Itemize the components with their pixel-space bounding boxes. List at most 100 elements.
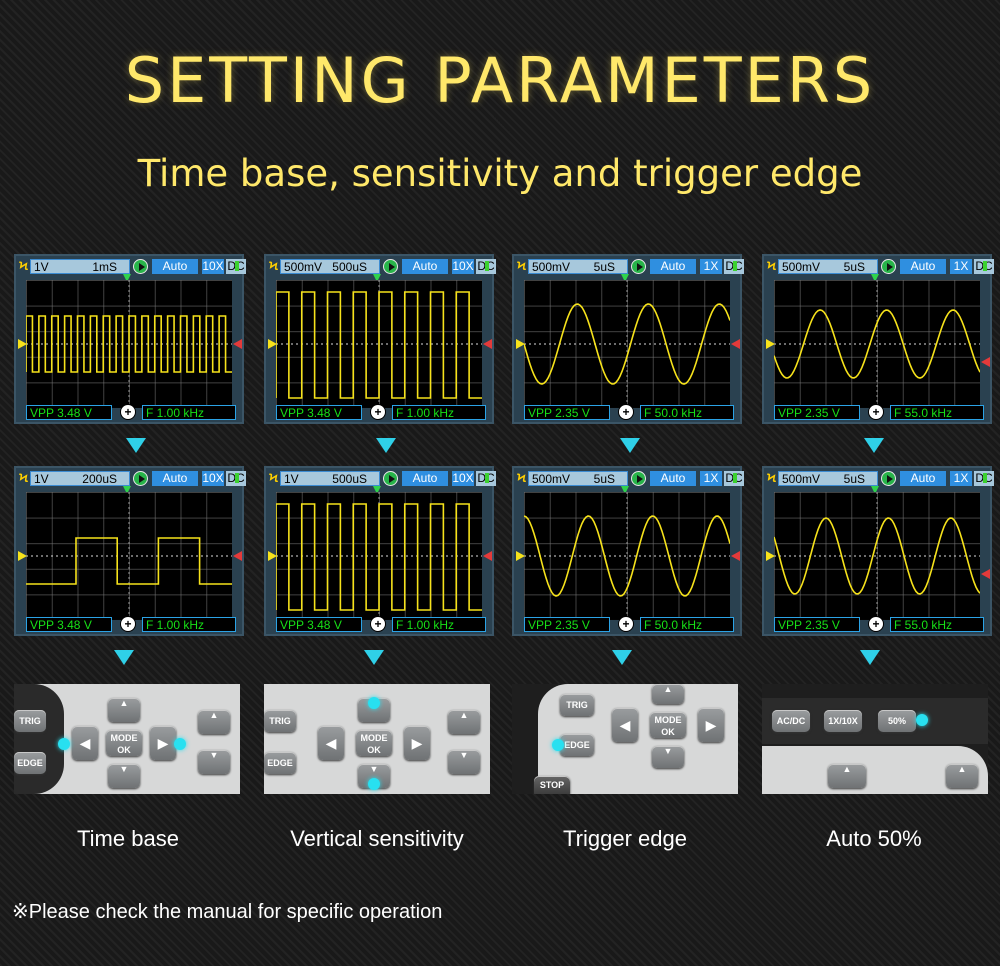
- trigger-mode[interactable]: Auto: [402, 471, 448, 486]
- trigger-level-marker: [731, 339, 740, 349]
- trig-key[interactable]: TRIG: [14, 710, 46, 732]
- volts-per-div: 500mV: [782, 472, 821, 486]
- probe-ratio[interactable]: 10X: [452, 471, 474, 486]
- volt-time-readout[interactable]: 1V 1mS: [30, 259, 130, 274]
- fifty-percent-key[interactable]: 50%: [878, 710, 916, 732]
- edge-key[interactable]: EDGE: [264, 752, 296, 774]
- left-key[interactable]: ◀: [318, 726, 344, 760]
- waveform: [276, 280, 482, 408]
- vpp-readout: VPP 3.48 V: [26, 617, 112, 632]
- waveform-grid: [276, 492, 482, 620]
- probe-key[interactable]: 1X/10X: [824, 710, 862, 732]
- mode-ok-key[interactable]: MODE OK: [106, 730, 142, 756]
- left-key[interactable]: ◀: [612, 708, 638, 742]
- signal-trace: [774, 309, 980, 379]
- probe-ratio[interactable]: 1X: [700, 259, 722, 274]
- trigger-icon: Ϟ: [767, 259, 777, 273]
- up-key[interactable]: ▲: [652, 684, 684, 704]
- signal-trace: [524, 303, 730, 385]
- run-icon[interactable]: [133, 471, 148, 486]
- right-key[interactable]: ▶: [404, 726, 430, 760]
- add-measure-icon[interactable]: +: [370, 404, 386, 420]
- probe-ratio[interactable]: 10X: [202, 259, 224, 274]
- up-key[interactable]: ▲: [828, 764, 866, 788]
- measurement-bar: VPP 3.48 V + F 1.00 kHz: [276, 616, 486, 632]
- probe-ratio[interactable]: 1X: [950, 471, 972, 486]
- channel-marker: [766, 551, 775, 561]
- battery-icon: [983, 473, 987, 483]
- run-icon[interactable]: [881, 471, 896, 486]
- highlight-up-dot: [368, 697, 380, 709]
- caption-time-base: Time base: [77, 826, 179, 851]
- edge-key[interactable]: EDGE: [14, 752, 46, 774]
- volt-time-readout[interactable]: 500mV 5uS: [528, 259, 628, 274]
- probe-ratio[interactable]: 10X: [202, 471, 224, 486]
- up-key-right[interactable]: ▲: [946, 764, 978, 788]
- trigger-mode[interactable]: Auto: [152, 471, 198, 486]
- measurement-bar: VPP 2.35 V + F 55.0 kHz: [774, 616, 984, 632]
- volt-time-readout[interactable]: 500mV 500uS: [280, 259, 380, 274]
- keypad-time-base: TRIG EDGE ▲ ◀ MODE OK ▶ ▼ ▲ ▼: [14, 684, 240, 794]
- down-key[interactable]: ▼: [108, 764, 140, 788]
- trig-key[interactable]: TRIG: [560, 694, 594, 716]
- probe-ratio[interactable]: 1X: [950, 259, 972, 274]
- right-key[interactable]: ▶: [150, 726, 176, 760]
- trig-key[interactable]: TRIG: [264, 710, 296, 732]
- run-icon[interactable]: [383, 259, 398, 274]
- add-measure-icon[interactable]: +: [120, 404, 136, 420]
- stop-key[interactable]: STOP: [534, 776, 570, 794]
- run-icon[interactable]: [881, 259, 896, 274]
- volts-per-div: 500mV: [532, 472, 571, 486]
- volt-time-readout[interactable]: 500mV 5uS: [778, 259, 878, 274]
- volt-time-readout[interactable]: 1V 500uS: [280, 471, 380, 486]
- edge-key[interactable]: EDGE: [560, 734, 594, 756]
- trigger-mode[interactable]: Auto: [402, 259, 448, 274]
- trigger-mode[interactable]: Auto: [900, 471, 946, 486]
- battery-icon: [485, 261, 489, 271]
- status-bar: Ϟ 1V 500uS Auto 10X DC: [269, 470, 496, 487]
- battery-icon: [235, 261, 239, 271]
- manual-note: ※Please check the manual for specific op…: [12, 901, 443, 923]
- volt-time-readout[interactable]: 1V 200uS: [30, 471, 130, 486]
- up-key[interactable]: ▲: [108, 698, 140, 722]
- right-key[interactable]: ▶: [698, 708, 724, 742]
- measurement-bar: VPP 3.48 V + F 1.00 kHz: [26, 404, 236, 420]
- trigger-mode[interactable]: Auto: [650, 471, 696, 486]
- add-measure-icon[interactable]: +: [370, 616, 386, 632]
- down-key-right[interactable]: ▼: [198, 750, 230, 774]
- keypad-vertical-sensitivity: TRIG EDGE ▲ ◀ MODE OK ▶ ▼ ▲ ▼: [264, 684, 490, 794]
- trigger-mode[interactable]: Auto: [900, 259, 946, 274]
- trigger-icon: Ϟ: [19, 471, 29, 485]
- vpp-readout: VPP 2.35 V: [524, 617, 610, 632]
- waveform-grid: [26, 492, 232, 620]
- channel-marker: [18, 551, 27, 561]
- volt-time-readout[interactable]: 500mV 5uS: [528, 471, 628, 486]
- run-icon[interactable]: [631, 471, 646, 486]
- oscilloscope-screen: Ϟ 1V 500uS Auto 10X DC VPP 3.48 V + F 1.…: [264, 466, 496, 636]
- battery-icon: [733, 261, 737, 271]
- run-icon[interactable]: [631, 259, 646, 274]
- volts-per-div: 1V: [284, 472, 299, 486]
- probe-ratio[interactable]: 10X: [452, 259, 474, 274]
- left-key[interactable]: ◀: [72, 726, 98, 760]
- down-key-right[interactable]: ▼: [448, 750, 480, 774]
- down-key[interactable]: ▼: [652, 746, 684, 768]
- mode-ok-key[interactable]: MODE OK: [650, 712, 686, 738]
- trigger-mode[interactable]: Auto: [650, 259, 696, 274]
- run-icon[interactable]: [133, 259, 148, 274]
- probe-ratio[interactable]: 1X: [700, 471, 722, 486]
- add-measure-icon[interactable]: +: [120, 616, 136, 632]
- volt-time-readout[interactable]: 500mV 5uS: [778, 471, 878, 486]
- acdc-key[interactable]: AC/DC: [772, 710, 810, 732]
- add-measure-icon[interactable]: +: [868, 404, 884, 420]
- waveform-grid: [524, 280, 730, 408]
- up-key-right[interactable]: ▲: [198, 710, 230, 734]
- add-measure-icon[interactable]: +: [618, 616, 634, 632]
- add-measure-icon[interactable]: +: [868, 616, 884, 632]
- add-measure-icon[interactable]: +: [618, 404, 634, 420]
- caption-auto-50: Auto 50%: [826, 826, 922, 851]
- up-key-right[interactable]: ▲: [448, 710, 480, 734]
- run-icon[interactable]: [383, 471, 398, 486]
- mode-ok-key[interactable]: MODE OK: [356, 730, 392, 756]
- trigger-mode[interactable]: Auto: [152, 259, 198, 274]
